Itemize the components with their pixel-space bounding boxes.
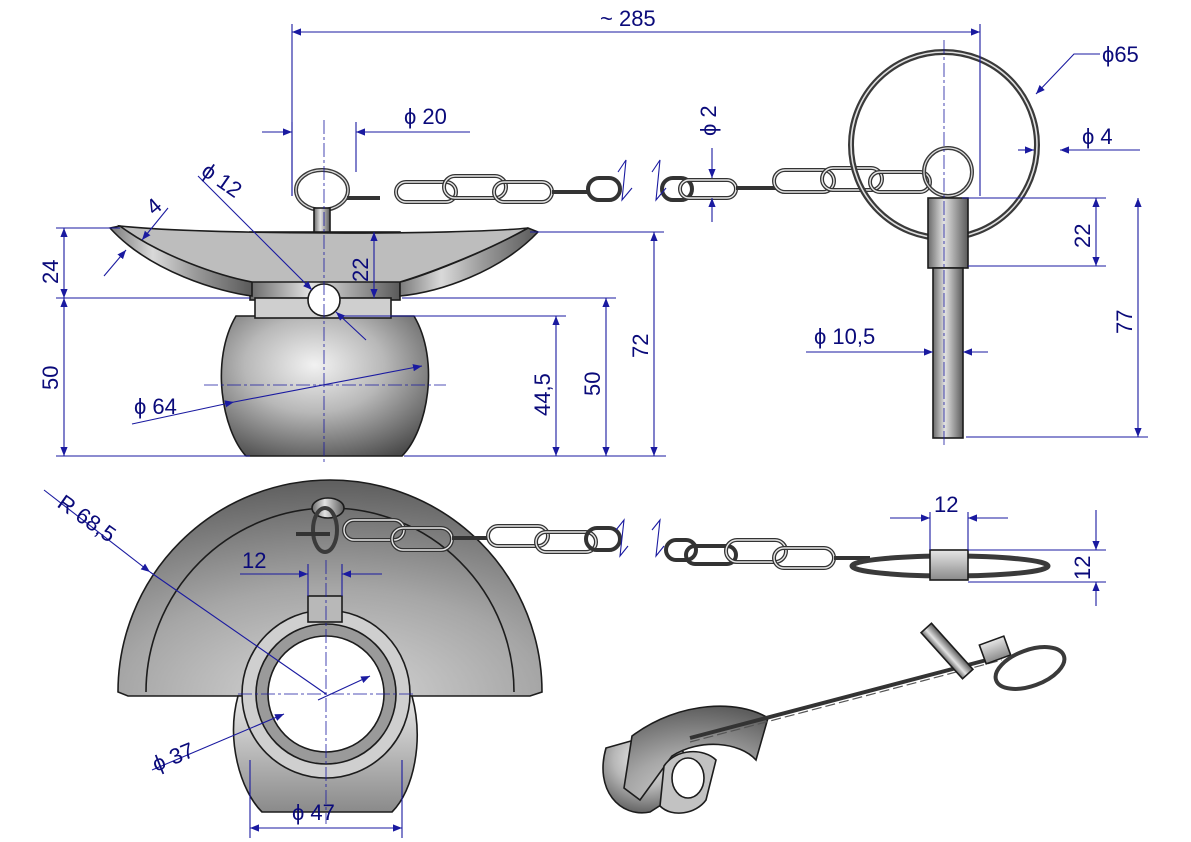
dim-cup-height: 24 <box>38 260 63 284</box>
dim-pin-offset: 22 <box>1070 224 1095 248</box>
pin-shank <box>932 267 964 439</box>
dim-pin-block-height: 12 <box>1070 556 1095 580</box>
dim-bore-diameter: ϕ 37 <box>149 737 198 776</box>
top-view <box>117 479 543 813</box>
dim-cup-thickness: 4 <box>141 193 166 220</box>
half-cup <box>117 479 543 697</box>
dim-pin-diameter: ϕ 10,5 <box>814 324 875 349</box>
dim-slot-width: 12 <box>242 548 266 573</box>
pin-head <box>927 197 969 269</box>
dim-wire-diameter: ϕ 4 <box>1082 124 1113 149</box>
dim-ball-height-right: 50 <box>580 372 605 396</box>
dim-collar-height: 22 <box>348 258 373 282</box>
dim-pin-length: 77 <box>1112 310 1137 334</box>
dimension-lines <box>43 24 1148 838</box>
dim-ring-diameter: ϕ65 <box>1102 42 1139 67</box>
dim-total-length: ~ 285 <box>600 6 656 31</box>
chain-top <box>347 159 932 204</box>
dim-pin-block-width: 12 <box>934 492 958 517</box>
dimension-labels: ~ 285 ϕ65 ϕ 4 ϕ 2 22 77 ϕ 10,5 ϕ 20 ϕ 12… <box>38 6 1139 825</box>
dim-cup-radius: R 68,5 <box>53 490 120 548</box>
isometric-view <box>602 622 1067 814</box>
dim-neck-diameter: ϕ 47 <box>292 800 335 825</box>
dim-overall-height: 72 <box>628 334 653 358</box>
ball <box>220 315 430 457</box>
dim-small-ring: ϕ 12 <box>197 158 246 203</box>
dim-collar-diameter: ϕ 20 <box>404 104 447 129</box>
dim-chain-wire: ϕ 2 <box>696 105 721 136</box>
dim-ball-center: 44,5 <box>530 373 555 416</box>
chain-bottom <box>296 518 1051 581</box>
dim-ball-height-left: 50 <box>38 366 63 390</box>
dim-ball-diameter: ϕ 64 <box>134 394 177 419</box>
